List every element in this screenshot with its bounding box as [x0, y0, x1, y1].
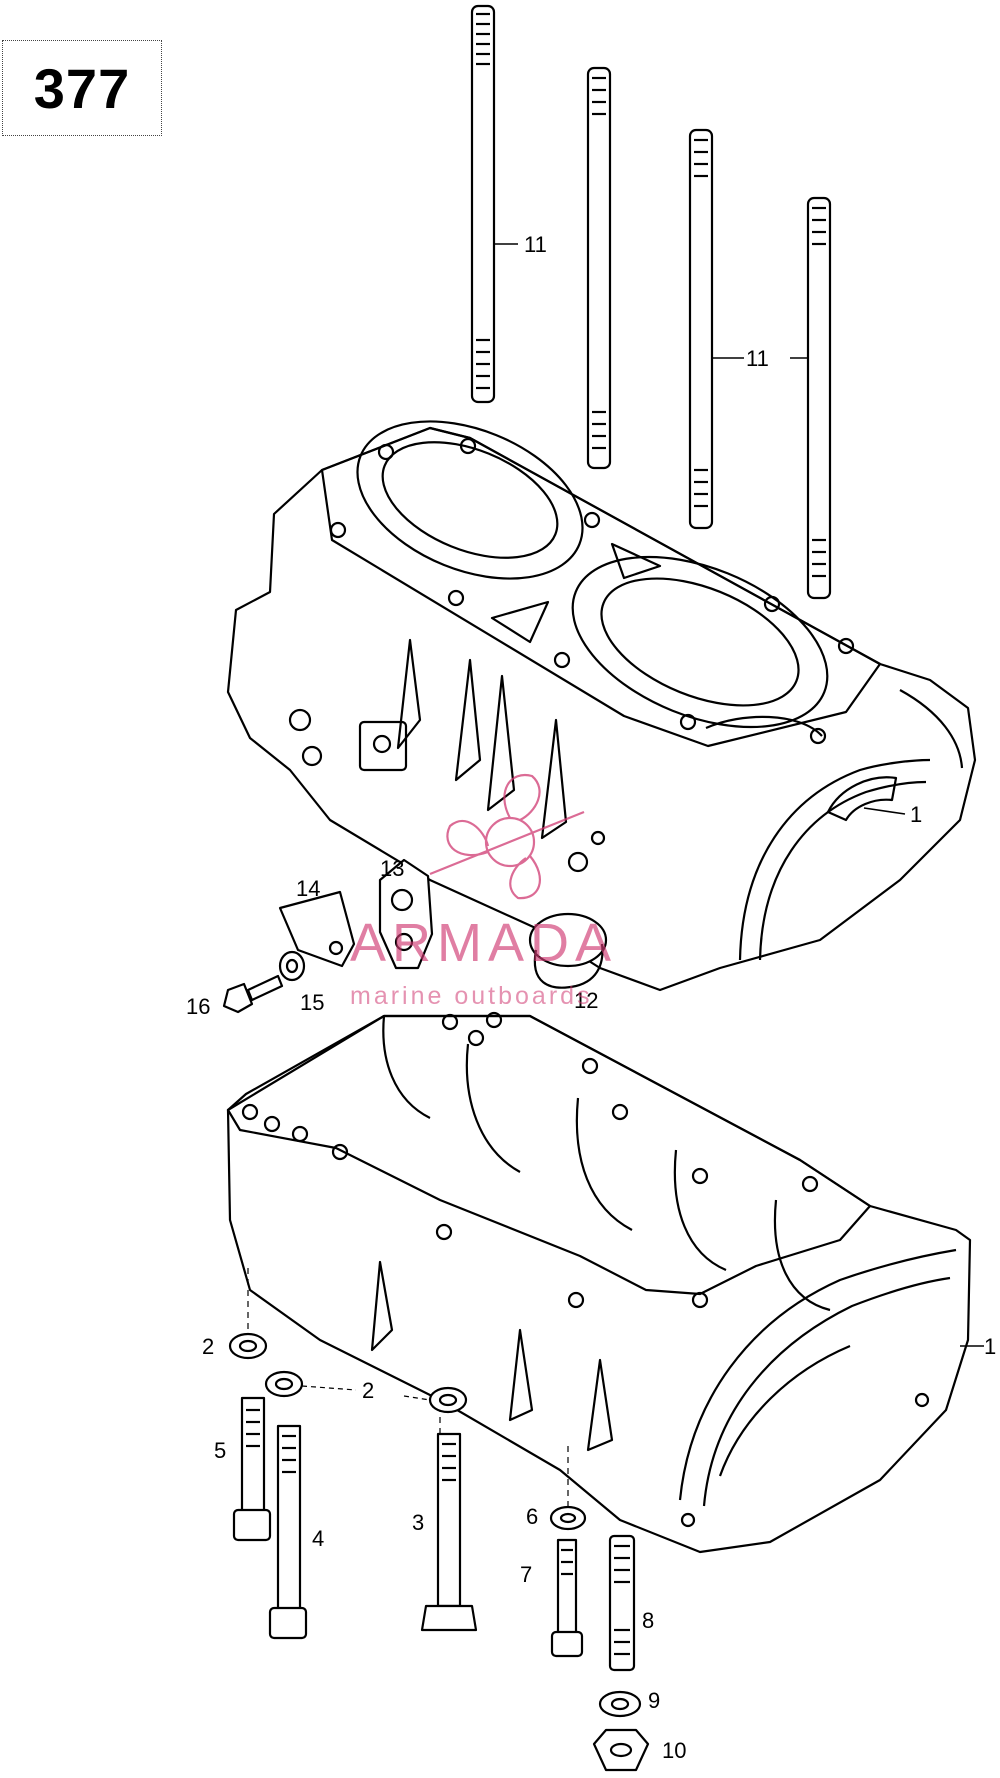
callout-10: 10 — [662, 1738, 687, 1763]
plug-12 — [528, 912, 608, 989]
bolt-3 — [420, 1432, 478, 1632]
callout-16: 16 — [186, 994, 211, 1019]
stud-2 — [586, 66, 612, 470]
callout-1-upper: 1 — [910, 802, 923, 827]
washer-6 — [549, 1505, 587, 1531]
screw-4 — [268, 1424, 308, 1640]
upper-crankcase — [226, 420, 977, 992]
cover-14 — [278, 890, 356, 968]
lock-washer-2b — [264, 1370, 304, 1398]
callout-5: 5 — [214, 1438, 227, 1463]
callout-8: 8 — [642, 1608, 655, 1633]
callout-1-lower: 1 — [984, 1334, 997, 1359]
lower-crankcase — [226, 1011, 972, 1554]
callout-11-lower: 11 — [746, 346, 769, 371]
washer-15 — [278, 950, 306, 982]
callout-4: 4 — [312, 1526, 325, 1551]
callout-3: 3 — [412, 1510, 425, 1535]
washer-9 — [598, 1690, 642, 1718]
callout-2-middle: 2 — [362, 1378, 375, 1403]
callout-11-upper: 11 — [524, 232, 547, 257]
callout-15: 15 — [300, 990, 325, 1015]
callout-13: 13 — [380, 856, 405, 881]
lock-washer-2a — [228, 1332, 268, 1360]
watermark-tagline: marine outboards — [350, 982, 593, 1010]
stud-1 — [470, 4, 496, 404]
callout-12: 12 — [574, 988, 599, 1013]
lock-washer-2c — [428, 1386, 468, 1414]
stud-3 — [688, 128, 714, 530]
callout-6: 6 — [526, 1504, 539, 1529]
page-number: 377 — [33, 56, 131, 120]
bracket-13 — [378, 858, 434, 970]
callout-9: 9 — [648, 1688, 661, 1713]
screw-16 — [222, 974, 284, 1014]
screw-7 — [550, 1538, 584, 1658]
callout-7: 7 — [520, 1562, 533, 1587]
page-number-box: 377 — [2, 40, 162, 136]
watermark-brand: ARMADA — [350, 913, 618, 973]
nut-10 — [592, 1728, 650, 1772]
callout-14: 14 — [296, 876, 321, 901]
screw-5 — [232, 1396, 272, 1542]
stud-8 — [608, 1534, 636, 1672]
stud-4 — [806, 196, 832, 600]
callout-2-left: 2 — [202, 1334, 215, 1359]
watermark-propeller — [429, 773, 585, 900]
